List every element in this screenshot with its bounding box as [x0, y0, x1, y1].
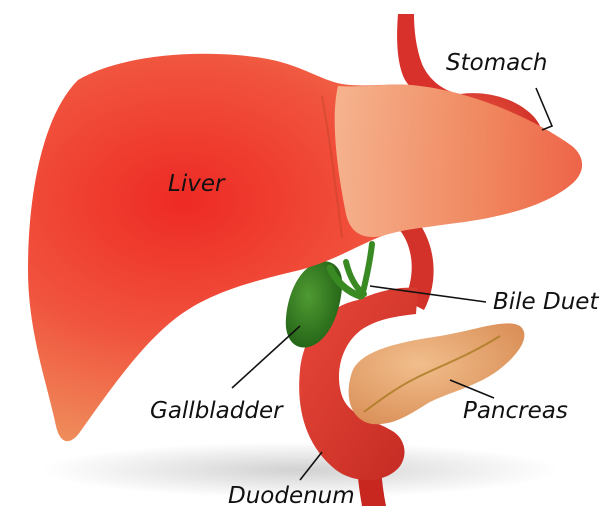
- gallbladder-label: Gallbladder: [150, 398, 284, 424]
- stomach-label: Stomach: [446, 50, 547, 76]
- bile-duct-label: Bile Duet: [493, 289, 599, 315]
- pancreas-label: Pancreas: [463, 398, 568, 424]
- common-duct-shape: [362, 244, 372, 296]
- gallbladder-leader-line: [232, 326, 300, 388]
- duodenum-label: Duodenum: [228, 483, 355, 509]
- liver-label: Liver: [168, 171, 226, 197]
